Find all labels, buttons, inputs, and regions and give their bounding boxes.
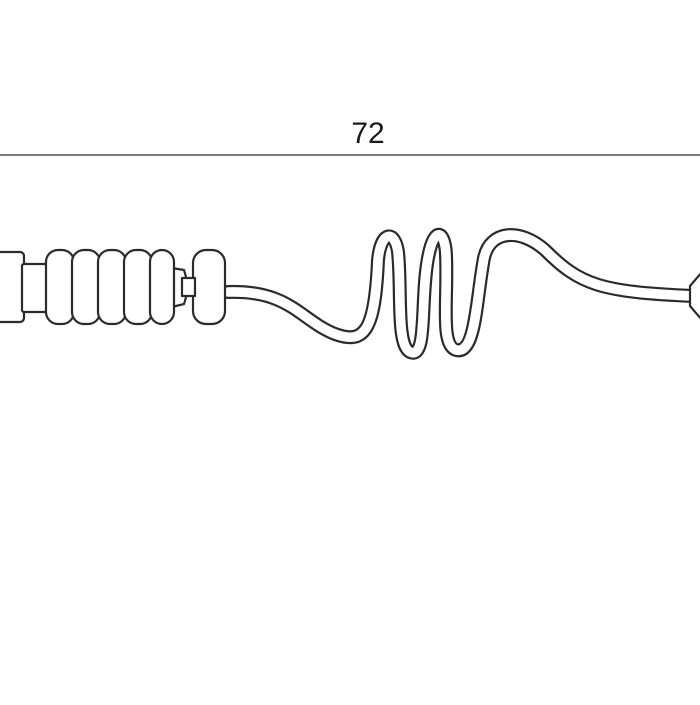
connector-housing [0,248,227,326]
dimension-label: 72 [351,117,385,150]
sensor-probe-tip [688,272,700,320]
cable-wire [221,227,700,360]
